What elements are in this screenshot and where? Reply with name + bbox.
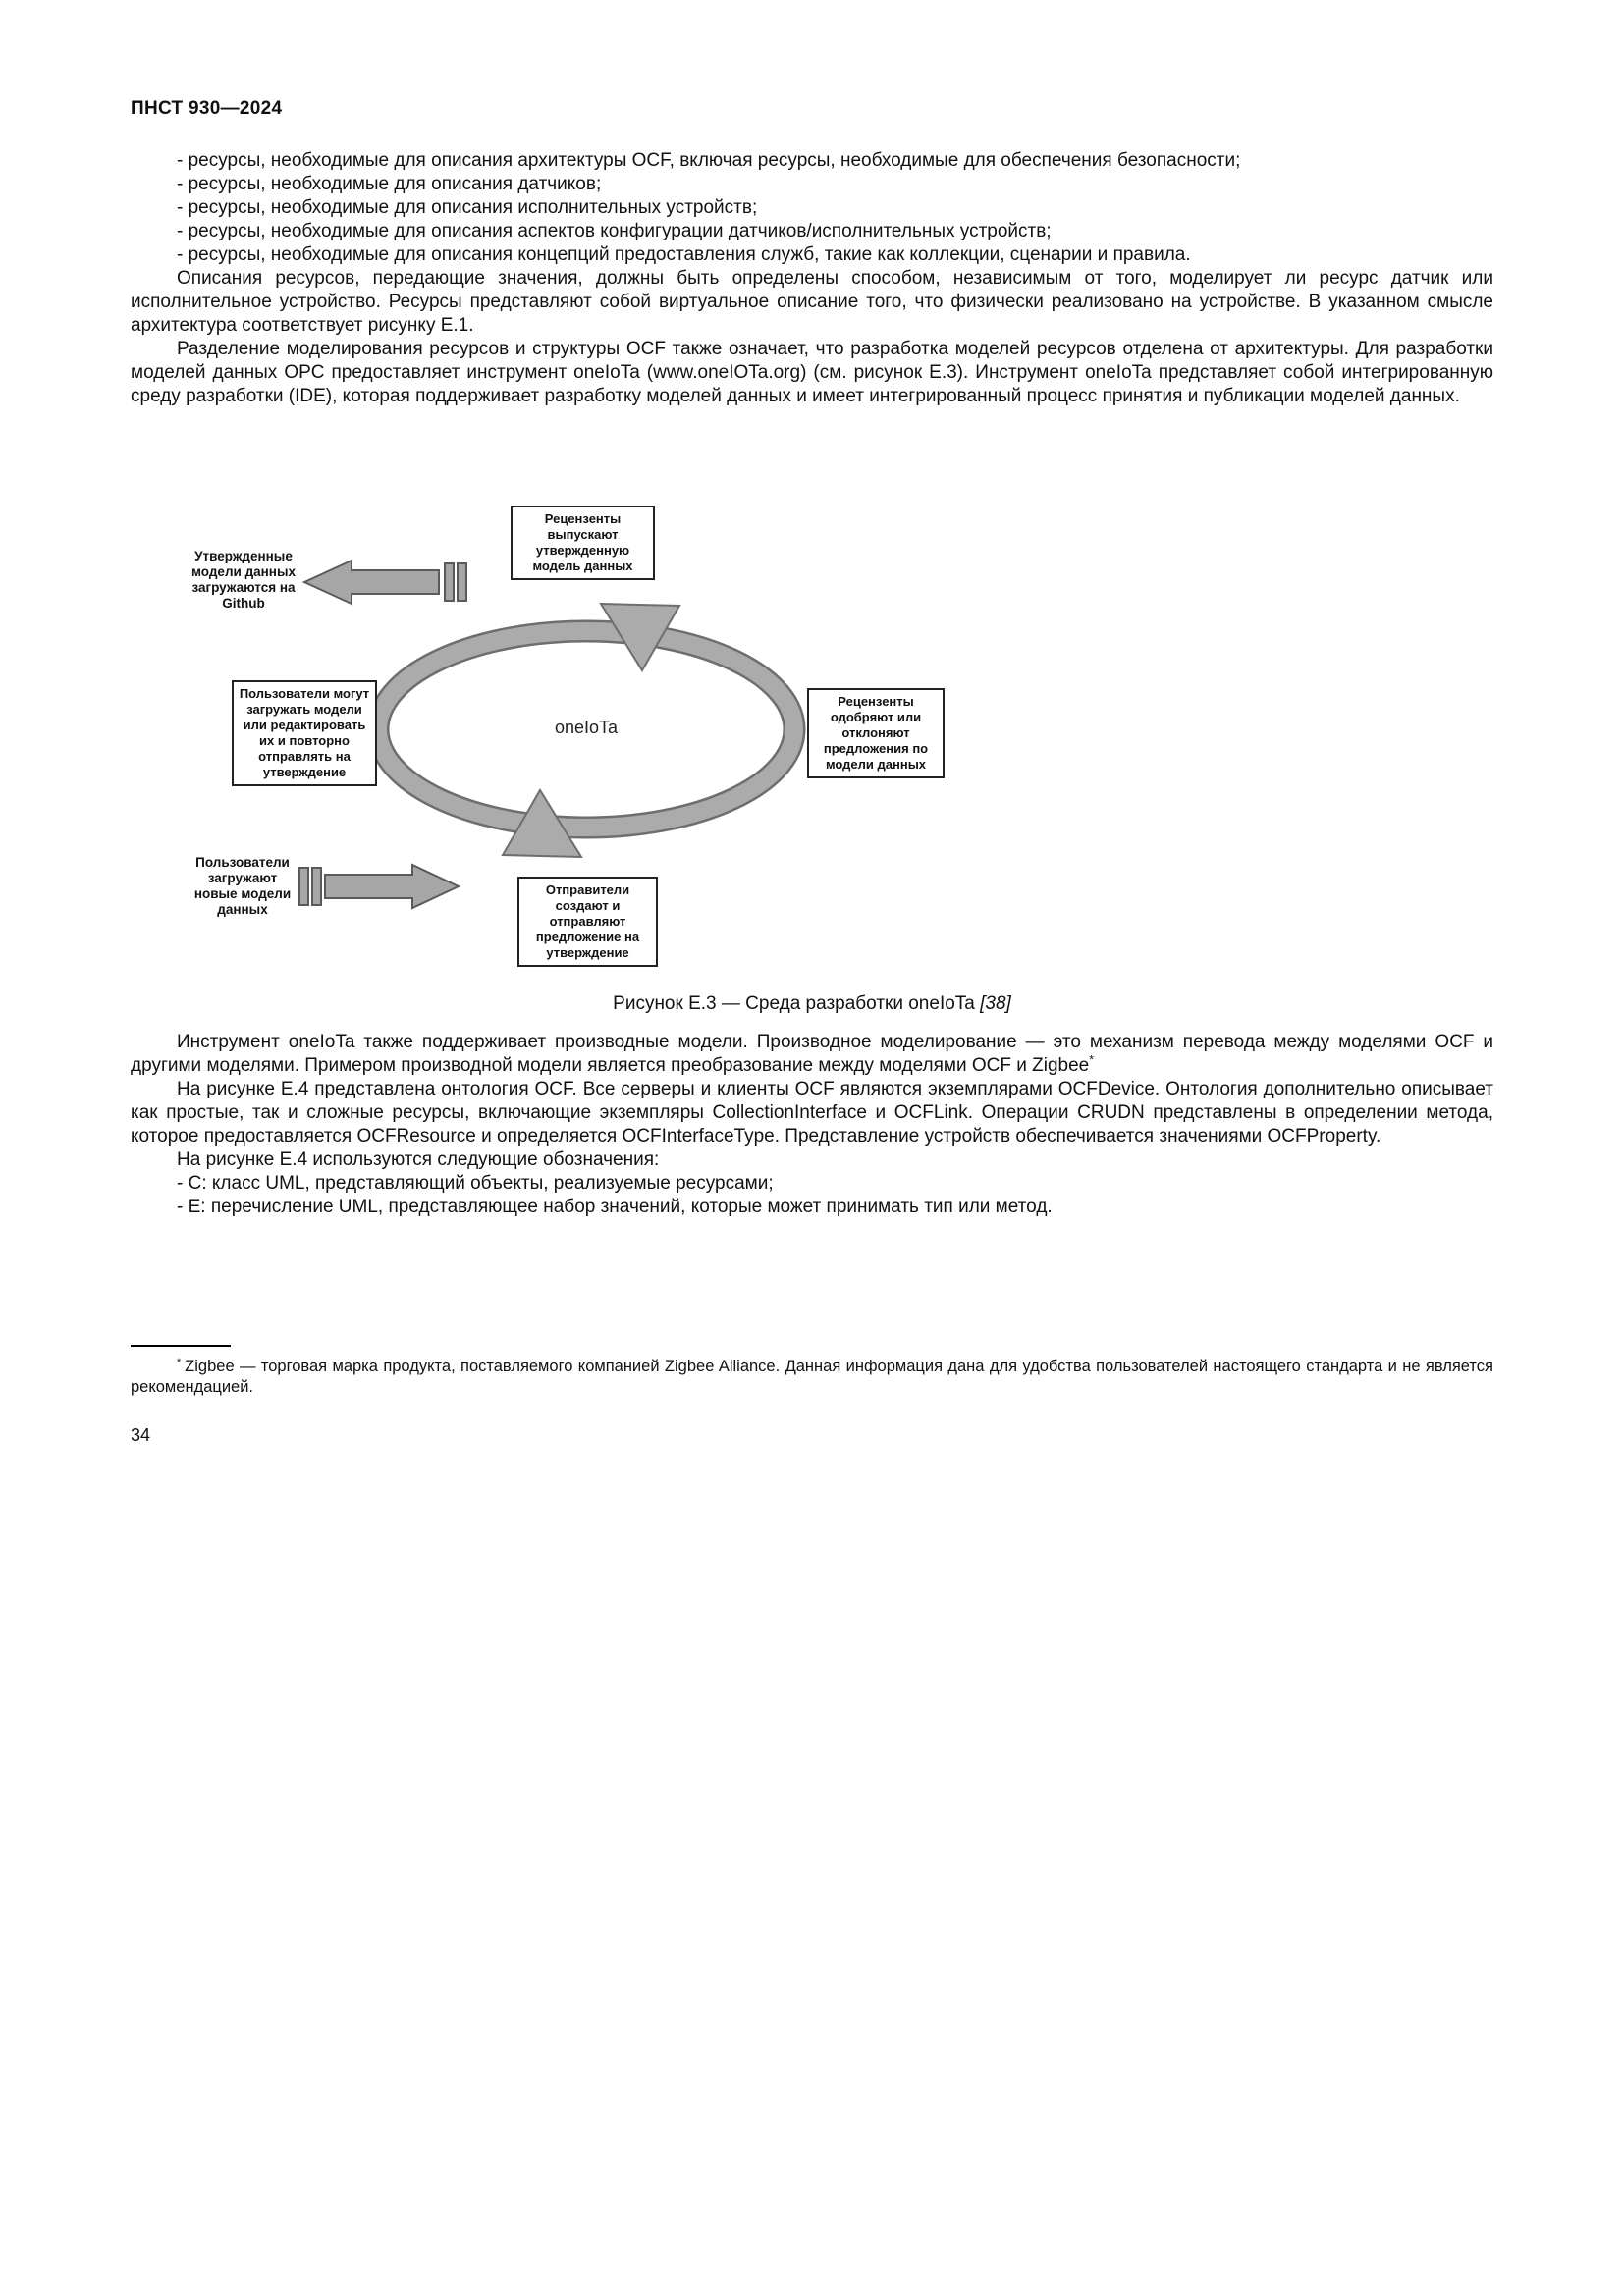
arrow-right-bar-icon: [298, 867, 309, 906]
footnote-paragraph: *Zigbee — торговая марка продукта, поста…: [131, 1357, 1493, 1398]
figure-caption: Рисунок Е.3 — Среда разработки oneIoTa […: [131, 993, 1493, 1015]
cycle-arrowhead-bottom-icon: [501, 788, 583, 859]
diagram-box-reviewers-publish: Рецензенты выпускают утвержденную модель…: [511, 506, 655, 580]
footnote-divider: [131, 1345, 231, 1347]
diagram-label-github: Утвержденные модели данных загружаются н…: [190, 549, 296, 611]
diagram-box-users-edit: Пользователи могут загружать модели или …: [232, 680, 377, 786]
paragraph: Описания ресурсов, передающие значения, …: [131, 268, 1493, 336]
arrow-left-icon: [301, 559, 440, 606]
paragraph: На рисунке Е.4 представлена онтология OC…: [131, 1079, 1493, 1147]
document-code: ПНСТ 930—2024: [131, 98, 283, 119]
paragraph: - ресурсы, необходимые для описания конц…: [177, 244, 1191, 265]
paragraph: - ресурсы, необходимые для описания архи…: [177, 150, 1241, 171]
arrow-right-icon: [324, 863, 461, 910]
diagram-box-submitters: Отправители создают и отправляют предлож…: [517, 877, 658, 967]
diagram-label-upload: Пользователи загружают новые модели данн…: [193, 855, 292, 917]
footnote: *Zigbee — торговая марка продукта, поста…: [131, 1357, 1493, 1398]
diagram-arrows-canvas: [298, 559, 806, 910]
arrow-right-bar-icon: [311, 867, 322, 906]
cycle-arrowhead-top-icon: [599, 602, 681, 672]
derived-models-text: Инструмент oneIoTa также поддерживает пр…: [131, 1032, 1493, 1076]
arrow-left-bar-icon: [457, 562, 467, 602]
figure-e3-diagram: Рецензенты выпускают утвержденную модель…: [0, 506, 1624, 972]
footnote-marker: *: [177, 1356, 182, 1368]
footnote-text: Zigbee — торговая марка продукта, постав…: [131, 1358, 1493, 1396]
figure-caption-reference: [38]: [980, 993, 1011, 1014]
arrow-left-bar-icon: [444, 562, 455, 602]
paragraph: На рисунке Е.4 используются следующие об…: [177, 1149, 660, 1170]
footnote-reference-mark: *: [1089, 1052, 1095, 1067]
body-text-top: - ресурсы, необходимые для описания архи…: [131, 149, 1493, 408]
paragraph: - ресурсы, необходимые для описания испо…: [177, 197, 758, 218]
paragraph: - ресурсы, необходимые для описания датч…: [177, 174, 602, 194]
body-text-bottom: Инструмент oneIoTa также поддерживает пр…: [131, 1031, 1493, 1219]
paragraph: Инструмент oneIoTa также поддерживает пр…: [131, 1031, 1493, 1078]
page-number: 34: [131, 1425, 151, 1445]
paragraph: - ресурсы, необходимые для описания аспе…: [177, 221, 1052, 241]
paragraph: - E: перечисление UML, представляющее на…: [177, 1197, 1053, 1217]
cycle-ring: [369, 622, 803, 836]
diagram-box-reviewers-approve: Рецензенты одобряют или отклоняют предло…: [807, 688, 945, 778]
figure-caption-text: Рисунок Е.3 — Среда разработки oneIoTa: [613, 993, 981, 1014]
paragraph: - C: класс UML, представляющий объекты, …: [177, 1173, 774, 1194]
paragraph: Разделение моделирования ресурсов и стру…: [131, 339, 1493, 406]
diagram-center-label: oneIoTa: [554, 718, 619, 737]
